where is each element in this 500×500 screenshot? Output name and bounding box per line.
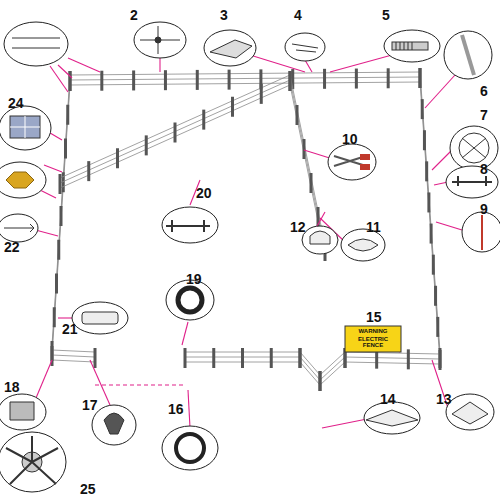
fence-post	[145, 135, 148, 155]
fence-post	[66, 105, 69, 125]
fence-post	[289, 71, 292, 91]
callout-number: 19	[186, 272, 202, 286]
fence-post	[241, 348, 244, 368]
leader-lines	[28, 55, 462, 428]
fence-wire	[52, 85, 70, 355]
fence-post	[296, 105, 299, 125]
callout-number: 14	[380, 392, 396, 406]
fence-wire	[52, 80, 70, 350]
callout-number: 16	[168, 402, 184, 416]
fence-post	[202, 110, 205, 130]
callout-number: 6	[480, 84, 488, 98]
fence-wire	[185, 362, 440, 385]
fence-post	[407, 349, 410, 369]
fence-post	[100, 71, 103, 91]
fence-post	[387, 68, 390, 88]
fence-post	[94, 348, 97, 368]
fence-post	[69, 71, 72, 91]
fence-post	[319, 371, 322, 391]
callout-number: 5	[382, 8, 390, 22]
warning-sign	[345, 326, 401, 352]
fence-post	[310, 173, 313, 193]
fence-post	[434, 286, 437, 306]
callout-number: 3	[220, 8, 228, 22]
fence-post	[427, 192, 430, 212]
callout-number: 8	[480, 162, 488, 176]
fence-post	[432, 255, 435, 275]
part-icons	[4, 26, 492, 484]
callout-number: 15	[366, 310, 382, 324]
fence-wire	[70, 77, 420, 80]
fence-post	[421, 99, 424, 119]
fence-wire	[70, 82, 420, 85]
fence-post	[299, 348, 302, 368]
fence-wire	[52, 350, 95, 352]
fence-post	[59, 174, 62, 194]
callout-number: 12	[290, 220, 306, 234]
fence-post	[355, 69, 358, 89]
fence-wire	[60, 80, 290, 183]
fence-post	[323, 69, 326, 89]
fence-post	[425, 161, 428, 181]
fence-post	[164, 70, 167, 90]
fence-post	[291, 69, 294, 89]
fence-post	[270, 348, 273, 368]
callout-number: 13	[436, 392, 452, 406]
callout-number: 22	[4, 240, 20, 254]
callout-number: 10	[342, 132, 358, 146]
fence-post	[64, 139, 67, 159]
fence-wire	[52, 360, 95, 362]
callout-number: 18	[4, 380, 20, 394]
fence-post	[174, 123, 177, 143]
fence-post	[60, 206, 63, 226]
fence-wire	[60, 75, 290, 178]
fence-post	[196, 70, 199, 90]
callout-number: 4	[294, 8, 302, 22]
callout-ellipses	[0, 22, 500, 492]
fence-post	[436, 317, 439, 337]
fence-wire	[290, 80, 325, 250]
callout-number: 25	[80, 482, 96, 496]
fence-post	[319, 371, 322, 391]
fence-post	[87, 161, 90, 181]
fence-post	[228, 70, 231, 90]
fence-post	[289, 71, 292, 91]
fence-post	[212, 348, 215, 368]
callout-number: 21	[62, 322, 78, 336]
fence-post	[132, 70, 135, 90]
fence-post	[260, 84, 263, 104]
fence-wire	[70, 72, 420, 75]
callout-number: 11	[366, 220, 381, 234]
fence-post	[184, 348, 187, 368]
sign-text: WARNING	[348, 328, 398, 334]
fence-post	[55, 274, 58, 294]
fence-post	[423, 130, 426, 150]
callout-number: 9	[480, 202, 488, 216]
fence-post	[116, 148, 119, 168]
fence-post	[231, 97, 234, 117]
fence-post	[439, 350, 442, 370]
fence-post	[419, 68, 422, 88]
callout-number: 20	[196, 186, 212, 200]
callout-number: 17	[82, 398, 98, 412]
fence-post	[57, 240, 60, 260]
callout-number: 24	[8, 96, 24, 110]
fence-post	[69, 71, 72, 91]
fence-post	[303, 139, 306, 159]
fence-post	[419, 68, 422, 88]
fence-wire	[290, 75, 325, 245]
fence-post	[430, 224, 433, 244]
fence-wire	[60, 85, 290, 188]
fence-post	[53, 307, 56, 327]
callout-number: 2	[130, 8, 138, 22]
fence-wire	[52, 355, 95, 357]
fence-post	[299, 348, 302, 368]
sign-text: ELECTRIC FENCE	[348, 336, 398, 349]
fence-lines	[51, 68, 442, 391]
gate-line	[95, 384, 185, 385]
callout-number: 7	[480, 108, 488, 122]
